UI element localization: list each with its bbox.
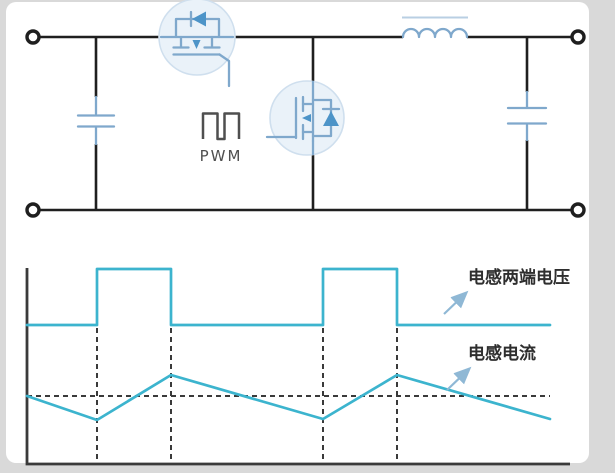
content-card	[6, 2, 589, 463]
inductor-voltage-label: 电感两端电压	[468, 267, 570, 288]
pwm-square-wave-icon	[201, 112, 241, 141]
input-terminal-top	[25, 29, 41, 45]
mosfet-body-arrow	[192, 40, 201, 49]
voltage-annotation-arrow	[443, 290, 469, 315]
circuit-schematic: PWM	[25, 0, 586, 218]
waveform-chart: 电感两端电压 电感电流	[25, 267, 570, 466]
inductor-current-label: 电感电流	[468, 343, 536, 364]
inductor-coil	[401, 27, 469, 39]
output-terminal-top	[570, 29, 586, 45]
chart-axes	[25, 268, 570, 466]
low-side-mosfet-icon	[265, 80, 345, 156]
pwm-label: PWM	[200, 147, 243, 165]
mosfet-body-arrow	[302, 114, 311, 122]
input-terminal-bottom	[25, 202, 41, 218]
input-capacitor-icon	[76, 95, 116, 146]
body-diode-arrow	[323, 111, 339, 126]
inductor-voltage-waveform	[25, 267, 552, 327]
inductor-icon	[401, 16, 469, 39]
body-diode-arrow	[192, 11, 206, 27]
current-annotation-arrow	[446, 366, 472, 391]
high-side-mosfet-icon	[158, 0, 236, 88]
mosfet-gate-lead	[218, 53, 231, 88]
inductor-current-waveform	[25, 373, 552, 422]
output-capacitor-icon	[506, 90, 548, 142]
pwm-source: PWM	[200, 112, 243, 165]
output-terminal-bottom	[570, 202, 586, 218]
